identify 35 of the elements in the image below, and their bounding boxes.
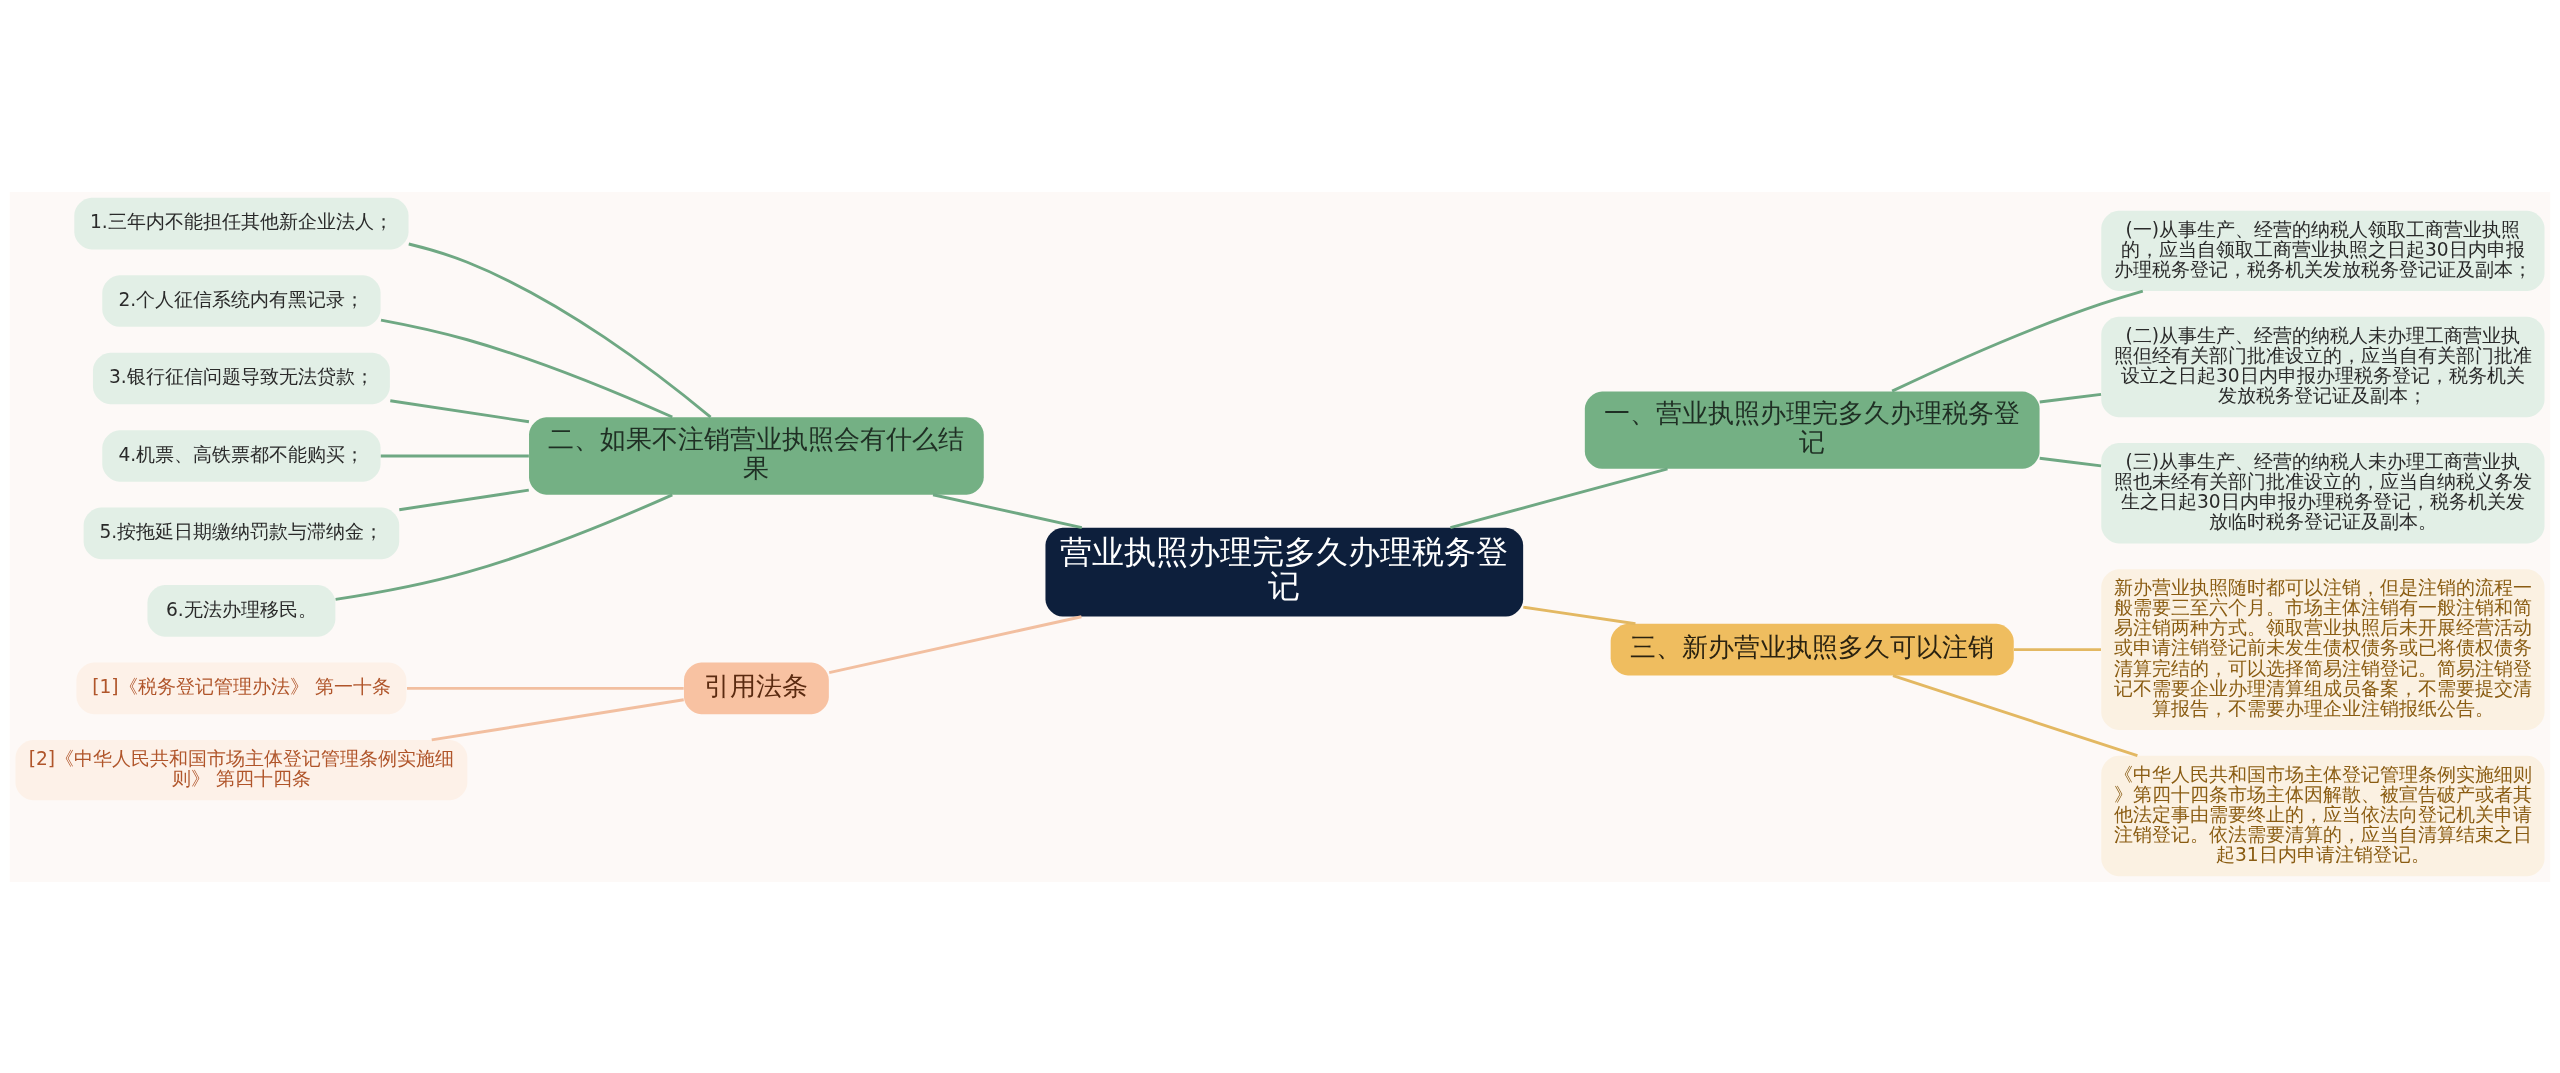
node-box: 《中华人民共和国市场主体登记管理条例实施细则》第四十四条市场主体因解散、被宣告破产或者其他法定事由需要终止的，应当依法向登记机关申请注销登记。依法需要清算的，应当自清算结束之日起31日内申请注销登记。 (2101, 755, 2545, 876)
node-box: (二)从事生产、经营的纳税人未办理工商营业执照但经有关部门批准设立的，应当自有关部门批准设立之日起30日内申报办理税务登记，税务机关发放税务登记证及副本； (2101, 316, 2545, 417)
node-box: 1.三年内不能担任其他新企业法人； (74, 197, 409, 249)
node-box: [1]《税务登记管理办法》 第一十条 (76, 662, 407, 714)
node-box: 5.按拖延日期缴纳罚款与滞纳金； (83, 507, 400, 559)
connector (390, 398, 530, 423)
node-box: 3.银行征信问题导致无法贷款； (92, 352, 390, 404)
connector (408, 242, 712, 418)
connector (380, 318, 673, 418)
node-box: 4.机票、高铁票都不能购买； (102, 429, 381, 482)
connector (399, 488, 529, 511)
connector (431, 697, 684, 741)
connector (2039, 456, 2102, 467)
connector (407, 686, 684, 690)
node-box: (一)从事生产、经营的纳税人领取工商营业执照的，应当自领取工商营业执照之日起30日内申报办理税务登记，税务机关发放税务登记证及副本； (2101, 210, 2545, 291)
node-box: 一、营业执照办理完多久办理税务登记 (1584, 390, 2040, 469)
node-box: 2.个人征信系统内有黑记录； (102, 274, 381, 327)
node-box: 引用法条 (683, 662, 829, 714)
node-box: 三、新办营业执照多久可以注销 (1610, 623, 2014, 675)
connector (828, 614, 1082, 674)
connector (932, 492, 1083, 529)
connector (380, 454, 529, 457)
node-box: (三)从事生产、经营的纳税人未办理工商营业执照也未经有关部门批准设立的，应当自纳税义务发生之日起30日内申报办理税务登记，税务机关发放临时税务登记证及副本。 (2101, 442, 2545, 543)
connector (1523, 605, 1636, 625)
node-box: 营业执照办理完多久办理税务登记 (1045, 527, 1524, 617)
connector (1892, 673, 2138, 757)
node-box: 二、如果不注销营业执照会有什么结果 (529, 416, 984, 495)
connector (1450, 467, 1668, 529)
node-box: 6.无法办理移民。 (147, 584, 336, 637)
node-box: [2]《中华人民共和国市场主体登记管理条例实施细则》 第四十四条 (15, 739, 468, 800)
connector (335, 493, 673, 601)
node-box: 新办营业执照随时都可以注销，但是注销的流程一般需要三至六个月。市场主体注销有一般注销和简易注销两种方式。领取营业执照后未开展经营活动或申请注销登记前未发生债权债务或已将债权债务清算完结的，可以选择简易注销登记。简易注销登记不需要企业办理清算组成员备案，不需要提交清算报告，不需要办理企业注销报纸公告。 (2101, 568, 2545, 730)
connector (2014, 647, 2101, 651)
connector (1891, 289, 2144, 392)
connector (2039, 392, 2102, 403)
